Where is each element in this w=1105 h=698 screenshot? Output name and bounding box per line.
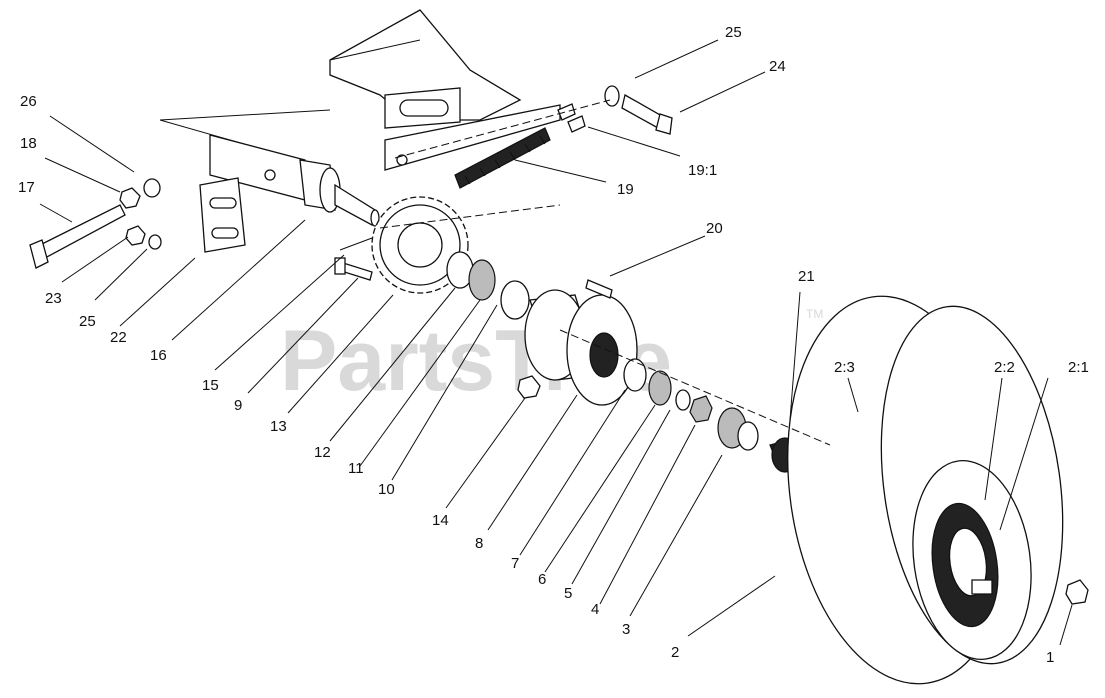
bolt-9 <box>334 257 373 281</box>
callout-19-1: 19:1 <box>688 162 717 179</box>
seal-3 <box>717 407 759 451</box>
hub-8 <box>524 289 638 406</box>
washer-26 <box>143 178 161 198</box>
callout-14: 14 <box>432 512 449 529</box>
cotter-pin-15 <box>339 237 373 251</box>
stud-20 <box>585 279 613 299</box>
callout-25-left: 25 <box>79 313 96 330</box>
callout-24: 24 <box>769 58 786 75</box>
callout-3: 3 <box>622 621 630 638</box>
callout-5: 5 <box>564 585 572 602</box>
chain-axis-line <box>394 99 611 159</box>
callout-7: 7 <box>511 555 519 572</box>
sprocket-13 <box>371 196 469 294</box>
callout-6: 6 <box>538 571 546 588</box>
callout-17: 17 <box>18 179 35 196</box>
callout-9: 9 <box>234 397 242 414</box>
lug-nut-14 <box>517 375 541 399</box>
callout-18: 18 <box>20 135 37 152</box>
washer-25-left <box>148 234 162 250</box>
assembly-axis-line <box>379 204 831 446</box>
callout-labels: 1 2 2:1 2:2 2:3 3 4 5 6 7 8 9 10 11 12 1… <box>18 24 1089 666</box>
nut-4 <box>689 395 713 423</box>
washer-25-top <box>604 85 620 107</box>
washer-5 <box>675 389 691 411</box>
callout-15: 15 <box>202 377 219 394</box>
callout-21: 21 <box>798 268 815 285</box>
nut-18 <box>119 187 141 209</box>
plate-22 <box>199 177 246 253</box>
bolt-24 <box>621 94 673 135</box>
lug-nut-1 <box>1065 579 1089 605</box>
callout-2: 2 <box>671 644 679 661</box>
callout-26: 26 <box>20 93 37 110</box>
wheel-tire-assembly-2 <box>787 295 1064 685</box>
bearing-race-10 <box>500 280 530 320</box>
callout-13: 13 <box>270 418 287 435</box>
callout-2-2: 2:2 <box>994 359 1015 376</box>
watermark-trademark: TM <box>806 307 823 321</box>
master-link-19-1 <box>557 103 586 133</box>
callout-16: 16 <box>150 347 167 364</box>
bearing-cone-6 <box>648 370 672 406</box>
leader-lines <box>39 39 1073 646</box>
callout-10: 10 <box>378 481 395 498</box>
bearing-cone-11 <box>468 259 496 301</box>
callout-12: 12 <box>314 444 331 461</box>
callout-2-3: 2:3 <box>834 359 855 376</box>
nut-23 <box>125 225 146 246</box>
callout-25-top: 25 <box>725 24 742 41</box>
callout-11: 11 <box>348 460 364 477</box>
chain-19 <box>454 127 551 189</box>
frame-bracket <box>159 9 561 171</box>
callout-4: 4 <box>591 601 599 618</box>
callout-2-1: 2:1 <box>1068 359 1089 376</box>
bolt-17 <box>29 204 126 269</box>
callout-22: 22 <box>110 329 127 346</box>
callout-20: 20 <box>706 220 723 237</box>
callout-1: 1 <box>1046 649 1054 666</box>
spindle-shaft <box>209 134 380 227</box>
callout-8: 8 <box>475 535 483 552</box>
callout-23: 23 <box>45 290 62 307</box>
callout-19: 19 <box>617 181 634 198</box>
bearing-race-7 <box>623 358 647 392</box>
